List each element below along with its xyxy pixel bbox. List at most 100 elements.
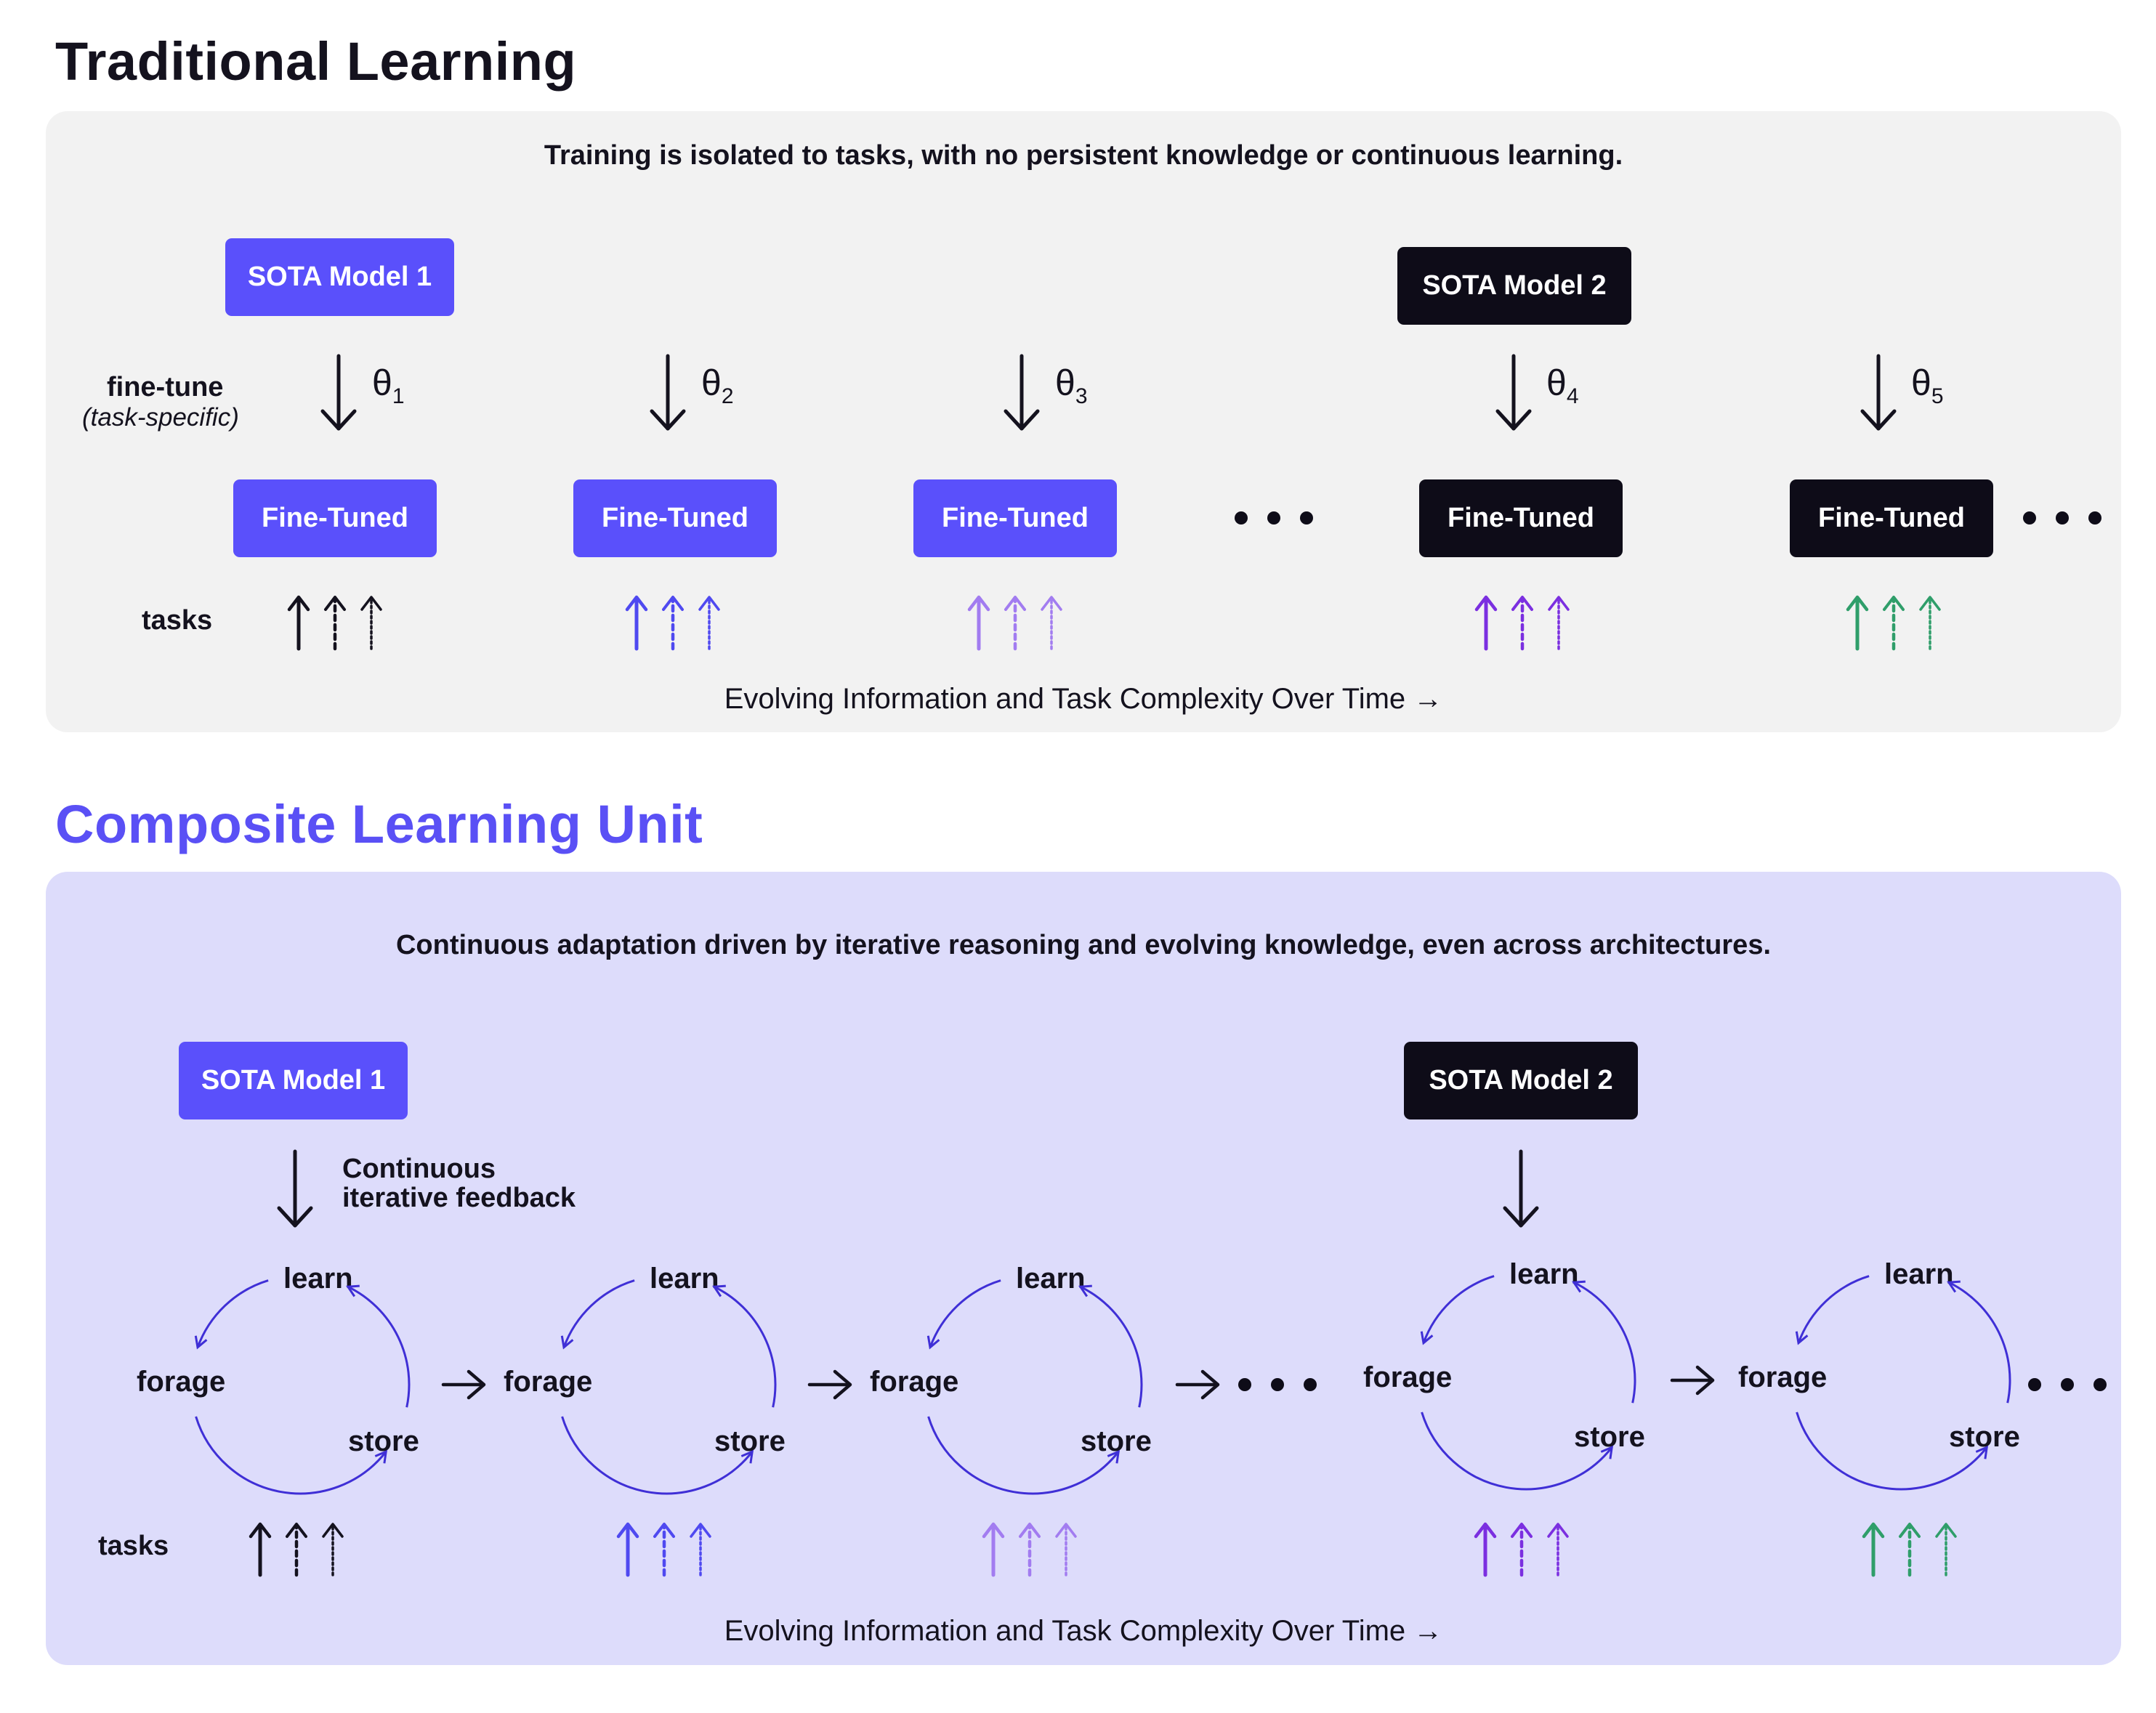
cycle-5-forage-to-store — [1796, 1412, 1988, 1491]
cycle-2-learn-label: learn — [650, 1263, 719, 1295]
fine-tuned-box-2: Fine-Tuned — [573, 479, 777, 557]
fine-tune-label: fine-tune — [107, 372, 224, 402]
cycle-5-learn-to-forage — [1797, 1275, 1870, 1344]
task-arrow-top-3-1 — [967, 595, 990, 651]
theta-2: θ2 — [701, 363, 734, 408]
cycle-1-forage-label: forage — [137, 1366, 226, 1398]
cycle-3-learn-to-forage-head — [926, 1335, 940, 1350]
task-arrow-bottom-5-1 — [1862, 1522, 1885, 1577]
cycle-2 — [560, 1279, 777, 1495]
task-arrow-top-4-3 — [1548, 596, 1570, 650]
cycle-4-forage-to-store — [1421, 1412, 1613, 1491]
task-arrow-top-5-2 — [1883, 596, 1905, 651]
task-arrow-group-top-1 — [287, 595, 382, 651]
fine-tuned-box-4: Fine-Tuned — [1419, 479, 1623, 557]
cycle-3-store-to-learn — [1080, 1285, 1143, 1408]
task-arrow-group-top-4 — [1474, 595, 1570, 651]
cycle-2-forage-label: forage — [504, 1366, 593, 1398]
cycle-5-forage-label: forage — [1738, 1361, 1828, 1393]
cycle-3 — [926, 1279, 1143, 1495]
down-arrow-1 — [320, 354, 357, 431]
cycle-4-learn-to-forage — [1422, 1275, 1495, 1344]
sota-model-1-box: SOTA Model 1 — [225, 238, 454, 316]
cycle-3-forage-to-store-head — [1107, 1449, 1121, 1464]
cycle-2-forage-to-store-head — [740, 1449, 754, 1464]
ellipsis-top-2 — [2023, 511, 2102, 525]
down-arrow-4 — [1495, 354, 1532, 431]
cycle-4 — [1420, 1275, 1636, 1491]
cycle-transition-arrow-3 — [1175, 1369, 1220, 1400]
fine-tune-sublabel: (task-specific) — [82, 403, 239, 432]
task-arrow-bottom-1-1 — [249, 1522, 272, 1577]
task-arrow-bottom-5-3 — [1935, 1523, 1957, 1576]
fine-tuned-box-1: Fine-Tuned — [233, 479, 437, 557]
theta-4: θ4 — [1546, 363, 1579, 408]
task-arrow-group-bottom-4 — [1474, 1522, 1569, 1577]
cycle-2-forage-to-store — [561, 1416, 754, 1495]
task-arrow-bottom-4-1 — [1474, 1522, 1497, 1577]
cycle-4-forage-to-store-head — [1600, 1445, 1614, 1459]
theta-1: θ1 — [372, 363, 405, 408]
task-arrow-bottom-3-2 — [1019, 1523, 1041, 1577]
tasks-label-bottom: tasks — [98, 1531, 169, 1561]
ellipsis-top-1 — [1235, 511, 1313, 525]
learning-cycles — [194, 1275, 2011, 1495]
cycle-2-store-to-learn — [714, 1285, 777, 1408]
task-arrow-top-5-3 — [1919, 596, 1941, 650]
task-arrow-bottom-2-1 — [616, 1522, 639, 1577]
cycle-1-forage-to-store-head — [374, 1449, 388, 1464]
fine-tuned-box-3: Fine-Tuned — [913, 479, 1117, 557]
task-arrow-bottom-1-3 — [322, 1523, 344, 1576]
cycle-3-forage-label: forage — [870, 1366, 959, 1398]
task-arrow-bottom-2-3 — [690, 1523, 711, 1576]
cycle-3-learn-label: learn — [1016, 1263, 1086, 1295]
task-arrow-bottom-3-3 — [1055, 1523, 1077, 1576]
ellipsis-bottom-2 — [2028, 1378, 2107, 1391]
task-arrow-top-3-2 — [1004, 596, 1026, 651]
task-arrow-top-4-1 — [1474, 595, 1498, 651]
fine-tune-down-arrows — [320, 354, 1897, 431]
cycle-2-learn-to-forage — [562, 1279, 635, 1348]
task-arrow-bottom-3-1 — [982, 1522, 1005, 1577]
cycle-1 — [194, 1279, 411, 1495]
task-arrows-top — [287, 595, 1941, 651]
cycle-5-learn-to-forage-head — [1795, 1331, 1809, 1345]
task-arrow-top-2-3 — [698, 596, 720, 650]
cycle-5-store-to-learn — [1948, 1281, 2011, 1404]
down-arrow-2 — [650, 354, 686, 431]
cycle-transition-arrow-4 — [1670, 1365, 1715, 1396]
cycle-transition-arrow-2 — [807, 1369, 852, 1400]
cycle-3-forage-to-store — [927, 1416, 1120, 1495]
cycle-2-learn-to-forage-head — [560, 1335, 574, 1350]
tasks-label-top: tasks — [142, 605, 213, 636]
feedback-down-arrow-2 — [1503, 1149, 1539, 1228]
task-arrow-top-5-1 — [1846, 595, 1869, 651]
feedback-label-line-2: iterative feedback — [342, 1183, 576, 1213]
traditional-panel: Training is isolated to tasks, with no p… — [46, 111, 2121, 732]
cycle-4-learn-label: learn — [1509, 1258, 1579, 1290]
task-arrows-bottom — [249, 1522, 1957, 1577]
task-arrow-group-top-2 — [625, 595, 720, 651]
down-arrow-5 — [1860, 354, 1897, 431]
cycle-4-forage-label: forage — [1363, 1361, 1453, 1393]
task-arrow-bottom-2-2 — [653, 1523, 675, 1577]
task-arrow-top-3-3 — [1041, 596, 1062, 650]
cycle-1-store-to-learn — [347, 1285, 411, 1408]
task-arrow-top-1-2 — [324, 596, 346, 651]
cycle-5 — [1795, 1275, 2011, 1491]
task-arrow-bottom-4-2 — [1511, 1523, 1533, 1577]
composite-panel: Continuous adaptation driven by iterativ… — [46, 872, 2121, 1665]
cycle-3-store-to-learn-head — [1078, 1284, 1092, 1297]
cycle-4-store-to-learn — [1573, 1281, 1636, 1404]
cycle-5-forage-to-store-head — [1975, 1445, 1989, 1459]
task-arrow-bottom-4-3 — [1547, 1523, 1569, 1576]
cycle-5-learn-label: learn — [1884, 1258, 1954, 1290]
task-arrow-group-bottom-3 — [982, 1522, 1077, 1577]
feedback-label-line-1: Continuous — [342, 1154, 496, 1184]
composite-learning-unit-title: Composite Learning Unit — [55, 794, 703, 854]
task-arrow-top-1-1 — [287, 595, 310, 651]
cycle-4-learn-to-forage-head — [1420, 1331, 1434, 1345]
ellipsis-bottom-1 — [1238, 1378, 1317, 1391]
task-arrow-group-bottom-5 — [1862, 1522, 1957, 1577]
